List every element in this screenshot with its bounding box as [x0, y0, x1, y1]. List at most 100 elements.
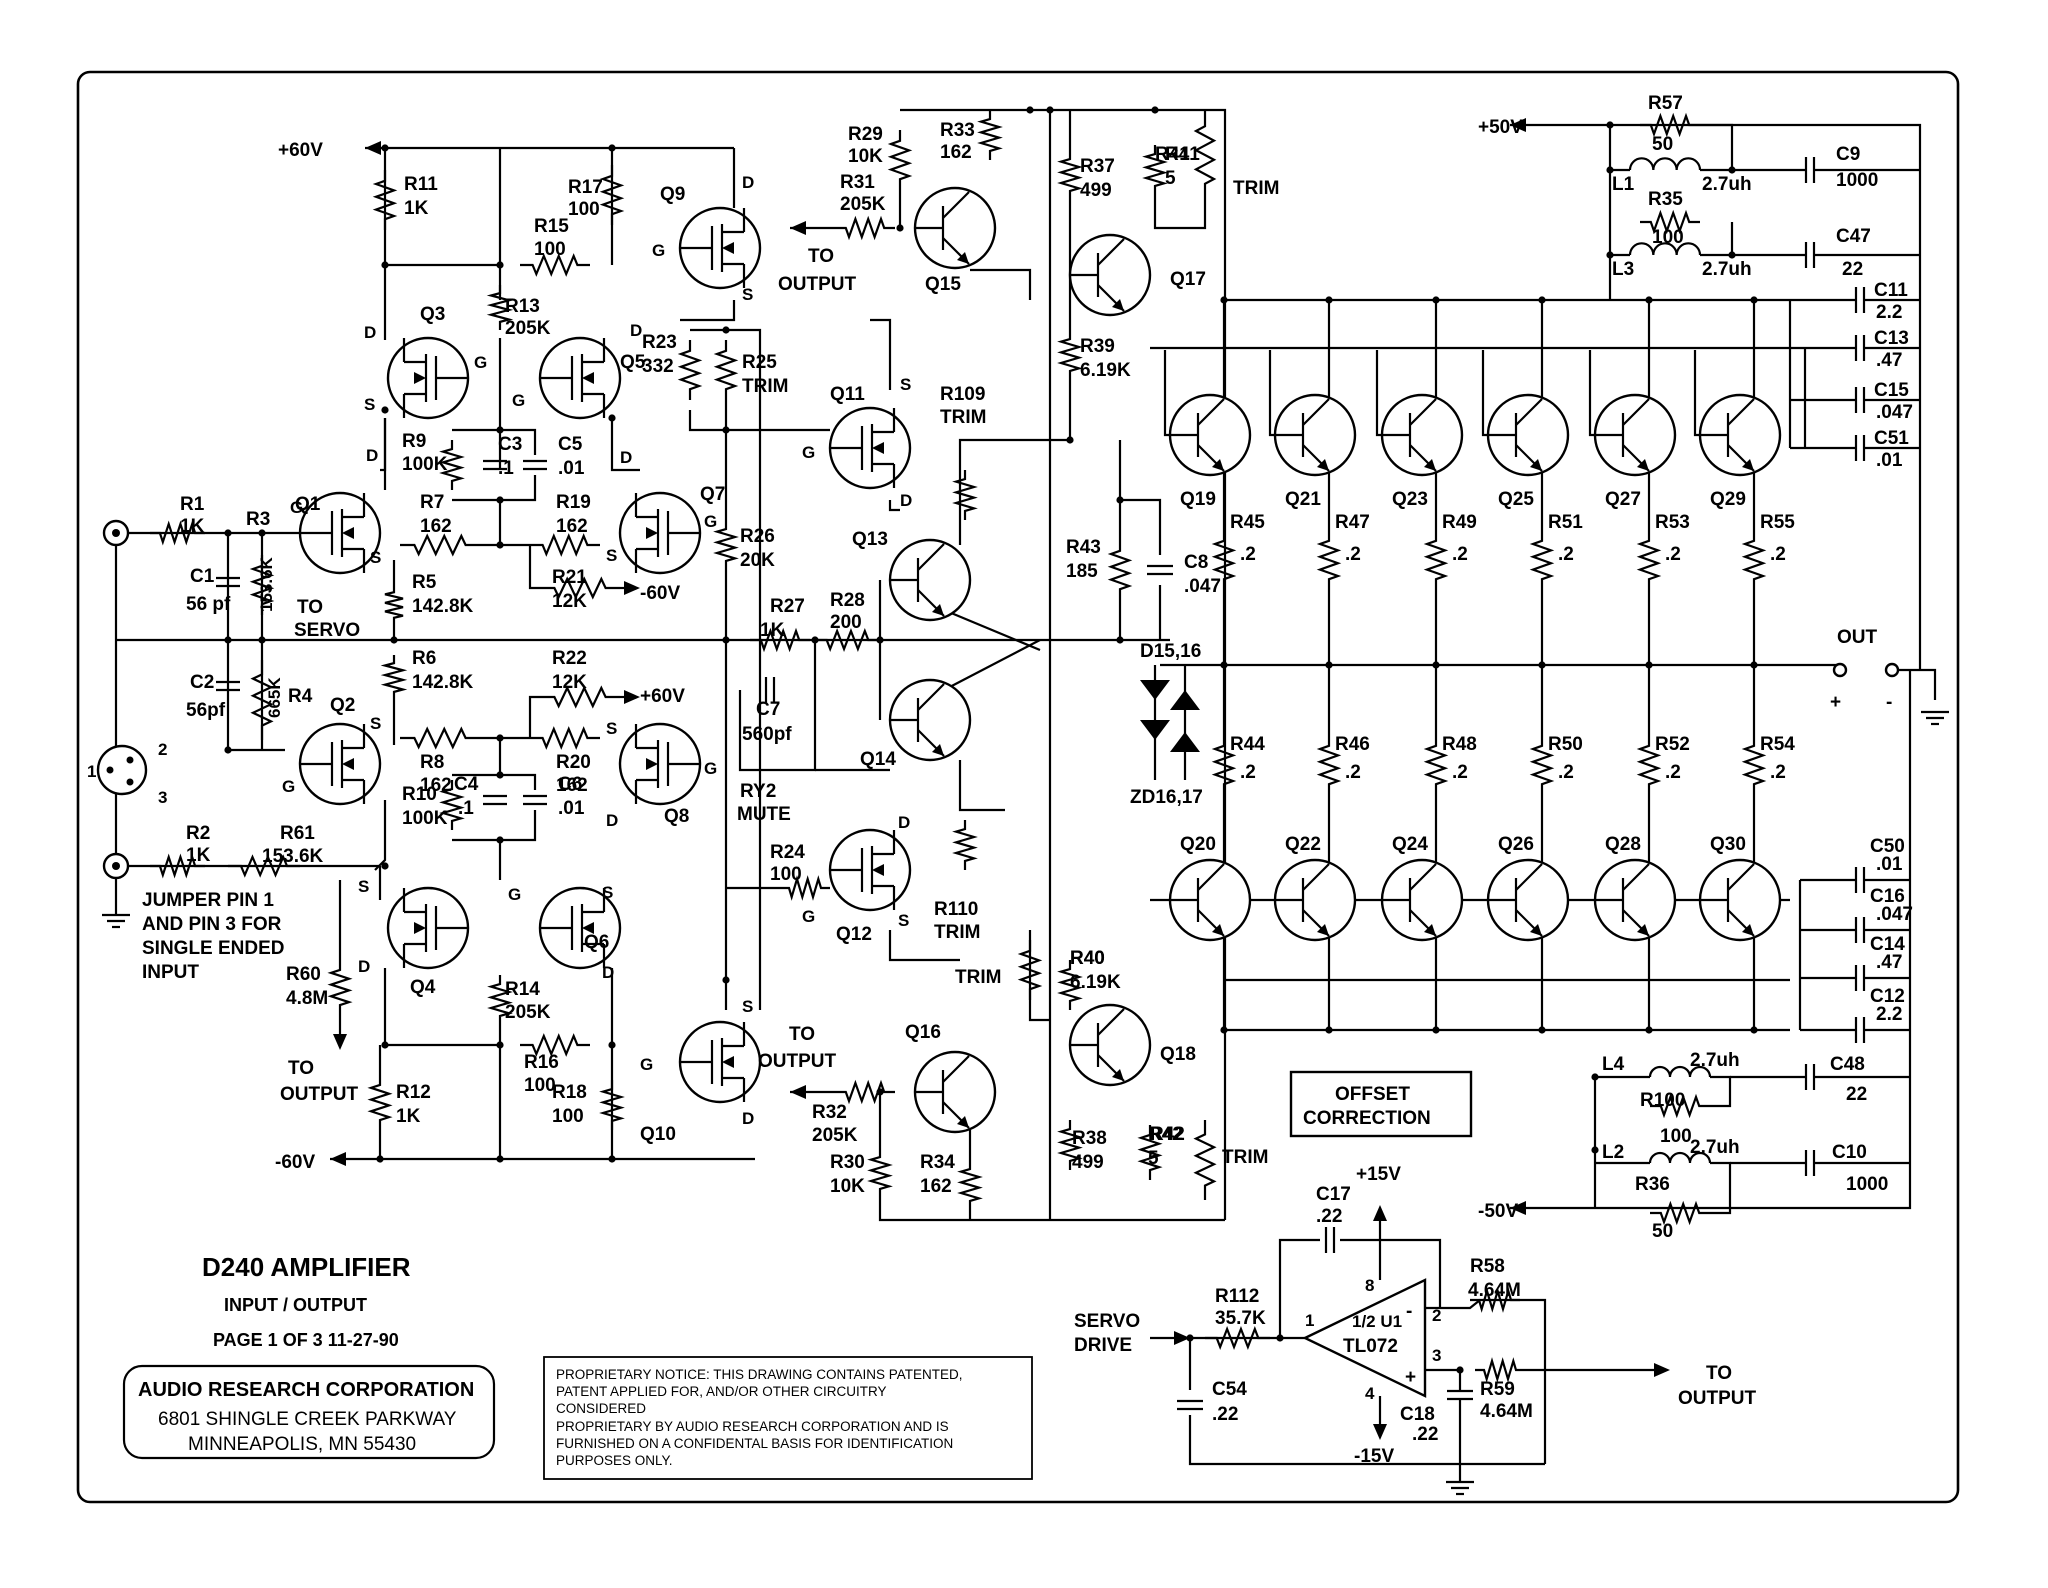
rail-minus60: -60V	[275, 1152, 315, 1173]
diode-label: D15,16	[1140, 641, 1201, 662]
resistor-value: 332	[642, 356, 674, 377]
pin-letter: G	[512, 391, 525, 410]
resistor-r37	[1057, 150, 1083, 200]
inductor-l3	[1628, 242, 1702, 256]
resistor-value: 162	[420, 516, 452, 537]
wire	[610, 418, 640, 472]
wire	[680, 300, 736, 322]
resistor-ref: R112	[1215, 1286, 1259, 1307]
opamp-plus: +	[1405, 1367, 1416, 1388]
diode-d15	[1140, 680, 1170, 700]
resistor-r44	[1211, 735, 1237, 795]
resistor-r48	[1423, 735, 1449, 795]
transistor-ref: Q24	[1392, 834, 1428, 855]
resistor-value: TRIM	[940, 407, 986, 428]
capacitor-ref: C1	[190, 566, 215, 587]
junction-dot	[1645, 296, 1653, 304]
arrowhead	[365, 141, 381, 155]
arrowhead	[330, 1152, 346, 1166]
resistor-ref: R41	[1155, 144, 1190, 165]
resistor-ref: R49	[1442, 512, 1477, 533]
resistor-r46	[1316, 735, 1342, 795]
capacitor-ref: C6	[558, 774, 582, 795]
resistor-ref: R2	[186, 823, 210, 844]
junction-dot	[722, 326, 730, 334]
resistor-r8	[400, 726, 480, 750]
resistor-ref: R40	[1070, 948, 1105, 969]
capacitor-value: .047	[1876, 904, 1913, 925]
resistor-value: .2	[1240, 544, 1256, 565]
resistor-value: 185	[1066, 561, 1098, 582]
capacitor-value: .01	[1876, 450, 1903, 471]
capacitor-ref: C3	[498, 434, 522, 455]
wire	[1163, 350, 1170, 437]
opamp-part: 1/2 U1	[1352, 1312, 1402, 1331]
pin-letter: G	[282, 777, 295, 796]
resistor-r49	[1423, 530, 1449, 590]
resistor-r25	[713, 340, 739, 400]
rail-plus60-b: +60V	[640, 686, 685, 707]
resistor-ref: R18	[552, 1082, 587, 1103]
rail-minus15: -15V	[1354, 1446, 1394, 1467]
transistor-ref: Q21	[1285, 489, 1321, 510]
pin-letter: S	[742, 997, 753, 1016]
mute-1: RY2	[740, 781, 776, 802]
resistor-ref: R5	[412, 572, 437, 593]
transistor-ref: Q1	[295, 494, 321, 515]
resistor-value: 4.64M	[1480, 1401, 1533, 1422]
transistor-q21	[1273, 393, 1357, 477]
pin-letter: S	[900, 375, 911, 394]
junction-dot	[1046, 106, 1054, 114]
transistor-q22	[1273, 858, 1357, 942]
drawing-subtitle: INPUT / OUTPUT	[224, 1295, 367, 1315]
resistor-value: 100	[524, 1075, 556, 1096]
opamp-pin-8: 8	[1365, 1276, 1374, 1295]
resistor-r21	[540, 576, 620, 600]
capacitor-value: .047	[1876, 402, 1913, 423]
pin-letter: D	[602, 963, 614, 982]
resistor-r39	[1057, 330, 1083, 380]
resistor-r10	[439, 780, 465, 830]
resistor-ref: R9	[402, 431, 426, 452]
resistor-value: .2	[1345, 544, 1361, 565]
resistor-ref: R38	[1072, 1128, 1107, 1149]
resistor-value: 100	[534, 239, 566, 260]
wire	[1153, 195, 1207, 230]
out-label: OUT	[1837, 627, 1878, 648]
arrowhead	[790, 1085, 806, 1099]
resistor-r1	[150, 520, 205, 546]
transistor-ref: Q6	[584, 932, 609, 953]
capacitor-value: .1	[458, 798, 474, 819]
resistor-ref: R21	[552, 567, 587, 588]
transistor-ref: Q23	[1392, 489, 1428, 510]
capacitor-value: .01	[1876, 854, 1903, 875]
junction-dot	[381, 1041, 389, 1049]
capacitor-c51	[1854, 435, 1866, 461]
resistor-ref: R19	[556, 492, 591, 513]
resistor-r29	[887, 130, 913, 190]
transistor-ref: Q27	[1605, 489, 1641, 510]
capacitor-value: .22	[1316, 1206, 1342, 1227]
to-servo-1: TO	[297, 597, 323, 618]
capacitor-c47	[1804, 242, 1816, 268]
resistor-ref: R45	[1230, 512, 1265, 533]
resistor-r4	[250, 660, 274, 740]
resistor-ref: R33	[940, 120, 975, 141]
transistor-q17	[1068, 233, 1152, 317]
resistor-value: 100	[1660, 1126, 1692, 1147]
resistor-value: .2	[1558, 762, 1574, 783]
arrowhead	[624, 581, 640, 595]
resistor-value: 6.19K	[1080, 360, 1131, 381]
resistor-value: 205K	[505, 318, 551, 339]
resistor-value: 6.19K	[1070, 972, 1121, 993]
resistor-value: 142.8K	[412, 672, 474, 693]
transistor-q30	[1698, 858, 1782, 942]
resistor-value: .2	[1665, 762, 1681, 783]
pin-letter: S	[358, 877, 369, 896]
capacitor-ref: C18	[1400, 1404, 1435, 1425]
junction-dot	[1645, 1026, 1653, 1034]
xlr-pin	[126, 756, 134, 764]
junction-dot	[1591, 1146, 1599, 1154]
transistor-q19	[1168, 393, 1252, 477]
resistor-r13	[486, 285, 514, 330]
